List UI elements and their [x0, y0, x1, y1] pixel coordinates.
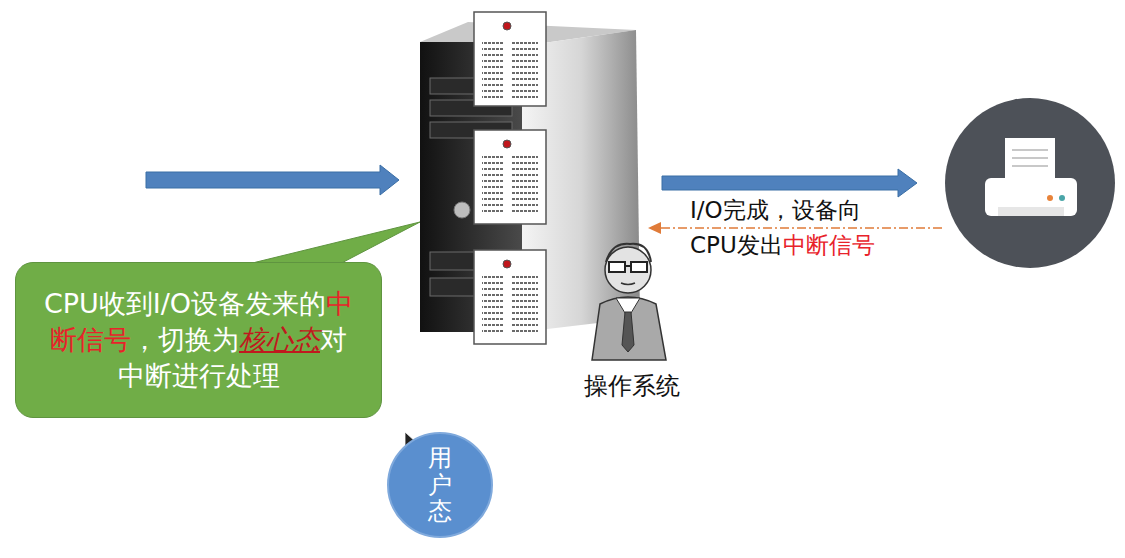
callout-text: CPU收到I/O设备发来的中断信号，切换为核心态对中断进行处理 — [38, 286, 359, 394]
printer-slot — [998, 207, 1064, 216]
callout-box: CPU收到I/O设备发来的中断信号，切换为核心态对中断进行处理 — [15, 262, 382, 418]
output-arrow — [662, 169, 917, 197]
document-icon — [474, 250, 546, 344]
person-mouth — [621, 283, 635, 285]
person-head — [605, 247, 651, 293]
person-body — [592, 297, 666, 360]
printer-icon — [945, 98, 1115, 268]
person-glasses — [609, 262, 625, 272]
os-label: 操作系统 — [584, 372, 680, 400]
power-button — [454, 202, 470, 218]
interrupt-arrow-line — [660, 227, 942, 229]
printer-paper — [1005, 138, 1055, 182]
person-hair — [606, 244, 651, 262]
label-line: I/O完成，设备向 — [690, 193, 861, 228]
callout-sentence: CPU收到I/O设备发来的 — [44, 288, 326, 319]
document-dot — [503, 260, 511, 268]
state-label: 用户态 — [428, 444, 452, 525]
document-icon — [474, 130, 546, 224]
document-sheet — [474, 250, 546, 344]
paper-line — [1012, 157, 1048, 159]
callout-sentence: ，切换为 — [131, 324, 239, 355]
printer-light — [1047, 195, 1053, 201]
document-lines — [512, 38, 538, 98]
person-glasses-bridge — [625, 265, 631, 267]
document-lines — [512, 156, 538, 216]
person-tie — [622, 312, 634, 352]
os-person — [592, 244, 666, 360]
paper-line — [1012, 165, 1048, 167]
document-sheet — [474, 130, 546, 224]
event-note: I/O完成，设备向 — [690, 197, 861, 223]
document-lines — [482, 276, 504, 336]
person-glasses — [631, 262, 647, 272]
event-note-highlight: 中断信号 — [783, 232, 875, 258]
interrupt-arrowhead — [648, 222, 661, 234]
document-icon — [474, 12, 546, 106]
document-lines — [512, 276, 538, 336]
printer-body — [985, 178, 1077, 216]
document-dot — [503, 140, 511, 148]
label-line: CPU发出中断信号 — [690, 228, 875, 263]
highlight-term: 核心态 — [239, 324, 320, 355]
label-line: 操作系统 — [584, 370, 680, 402]
document-sheet — [474, 12, 546, 106]
document-dot — [503, 22, 511, 30]
state-circle: 用户态 — [387, 432, 493, 538]
input-arrow — [146, 165, 399, 195]
document-lines — [482, 156, 504, 216]
printer-light — [1059, 195, 1065, 201]
event-note: CPU发出 — [690, 232, 783, 258]
vertical-text-block: 用户态 — [428, 445, 452, 524]
document-lines — [482, 38, 504, 98]
paper-line — [1012, 149, 1048, 151]
printer-circle — [945, 98, 1115, 268]
